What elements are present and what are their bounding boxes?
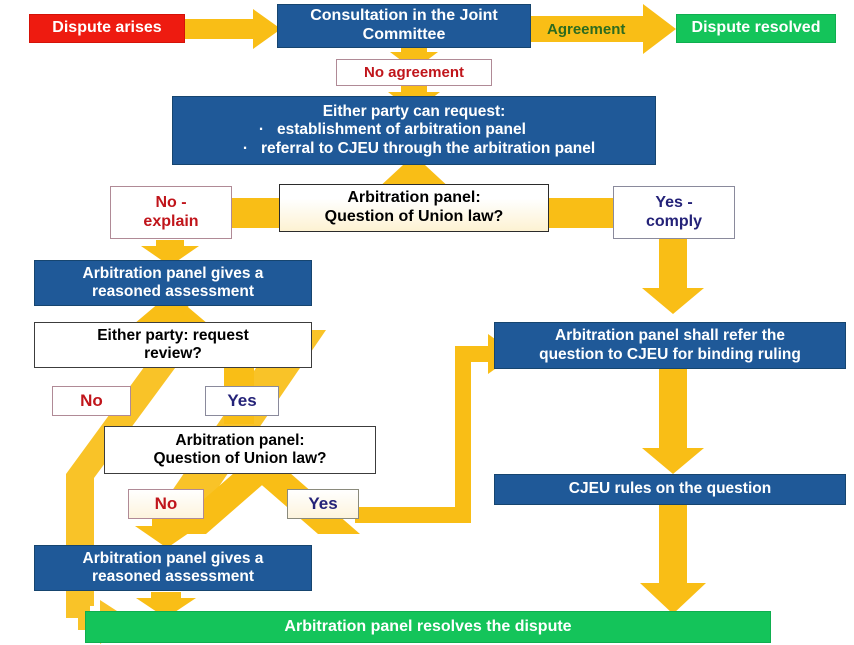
node-reasoned-assessment-2-line1: Arbitration panel gives a (82, 549, 264, 567)
arrow-no-explain-to-assessment1 (141, 240, 199, 266)
node-reasoned-assessment-2[interactable]: Arbitration panel gives a reasoned asses… (34, 545, 312, 591)
node-reasoned-assessment-1-line2: reasoned assessment (92, 283, 254, 300)
node-reasoned-assessment-2-line2: reasoned assessment (92, 568, 254, 585)
node-panel-resolves-dispute[interactable]: Arbitration panel resolves the dispute (85, 611, 771, 643)
node-cjeu-rules-label: CJEU rules on the question (568, 480, 772, 498)
node-question2-yes-label: Yes (308, 493, 338, 513)
node-refer-question-to-cjeu[interactable]: Arbitration panel shall refer the questi… (494, 322, 846, 369)
node-question2-yes[interactable]: Yes (287, 489, 359, 519)
node-question2-no-label: No (154, 493, 178, 513)
node-arbitration-question-1[interactable]: Arbitration panel: Question of Union law… (279, 184, 549, 232)
node-reasoned-assessment-1-line1: Arbitration panel gives a (82, 264, 264, 282)
arrow-refer-to-cjeu-rules (642, 369, 704, 474)
node-either-party-can-request[interactable]: Either party can request: · establishmen… (172, 96, 656, 165)
arrow-dispute-to-consultation (185, 9, 281, 49)
node-review-no[interactable]: No (52, 386, 131, 416)
node-either-party-request-review[interactable]: Either party: request review? (34, 322, 312, 368)
node-dispute-resolved[interactable]: Dispute resolved (676, 14, 836, 43)
node-arbitration-question-2[interactable]: Arbitration panel: Question of Union law… (104, 426, 376, 474)
node-no-explain[interactable]: No - explain (110, 186, 232, 239)
node-yes-comply[interactable]: Yes - comply (613, 186, 735, 239)
bullet-glyph-2: · (242, 139, 249, 157)
node-review-no-label: No (80, 390, 103, 410)
arrow-question1-to-yes-comply (549, 198, 613, 228)
bullet-item-1: · establishment of arbitration panel (233, 121, 595, 139)
node-dispute-resolved-label: Dispute resolved (691, 19, 821, 37)
arrow-q2-yes-to-refer-cjeu (355, 334, 516, 523)
arrow-cjeu-rules-to-resolution (640, 505, 706, 614)
node-question2-no[interactable]: No (128, 489, 204, 519)
node-cjeu-rules-on-question[interactable]: CJEU rules on the question (494, 474, 846, 505)
arrow-consultation-to-resolved (531, 4, 676, 54)
node-dispute-arises[interactable]: Dispute arises (29, 14, 185, 43)
node-review-yes-label: Yes (227, 390, 257, 410)
arrow-consultation-to-no-agreement (390, 44, 438, 70)
node-consultation-joint-committee[interactable]: Consultation in the Joint Committee (277, 4, 531, 48)
node-arbitration-question-2-line1: Arbitration panel: (175, 431, 305, 449)
node-consultation-line2: Committee (362, 26, 446, 43)
edge-label-agreement: Agreement (547, 21, 626, 38)
arrow-yes-comply-to-refer-cjeu (642, 238, 704, 314)
node-arbitration-question-1-line1: Arbitration panel: (347, 189, 481, 207)
node-refer-cjeu-line1: Arbitration panel shall refer the (555, 327, 785, 345)
node-no-agreement[interactable]: No agreement (336, 59, 492, 86)
bullet-item-2: · referral to CJEU through the arbitrati… (233, 140, 595, 158)
node-arbitration-question-2-line2: Question of Union law? (153, 450, 327, 467)
arrow-either-party-to-question1 (376, 165, 452, 190)
node-either-party-bullets: · establishment of arbitration panel · r… (233, 121, 595, 158)
node-no-explain-line1: No - (155, 193, 187, 211)
arrow-question1-to-no-explain (232, 198, 279, 228)
node-yes-comply-line1: Yes - (655, 193, 693, 211)
node-review-yes[interactable]: Yes (205, 386, 279, 416)
node-request-review-line2: review? (144, 345, 202, 362)
arrow-assessment2-to-resolution (136, 592, 196, 618)
node-consultation-line1: Consultation in the Joint (310, 7, 498, 25)
node-refer-cjeu-line2: question to CJEU for binding ruling (539, 345, 801, 363)
bullet-text-2: referral to CJEU through the arbitration… (260, 139, 596, 157)
node-no-agreement-label: No agreement (363, 63, 465, 81)
bullet-glyph-1: · (258, 121, 265, 139)
node-reasoned-assessment-1[interactable]: Arbitration panel gives a reasoned asses… (34, 260, 312, 306)
node-no-explain-line2: explain (143, 212, 199, 230)
arrow-q2-no-to-assessment2 (135, 518, 199, 548)
bullet-text-1: establishment of arbitration panel (276, 121, 526, 139)
node-arbitration-question-1-line2: Question of Union law? (324, 208, 504, 225)
node-request-review-line1: Either party: request (97, 326, 249, 344)
node-yes-comply-line2: comply (645, 212, 702, 230)
node-either-party-title: Either party can request: (322, 103, 506, 121)
node-panel-resolves-label: Arbitration panel resolves the dispute (284, 617, 572, 635)
node-dispute-arises-label: Dispute arises (52, 19, 162, 37)
